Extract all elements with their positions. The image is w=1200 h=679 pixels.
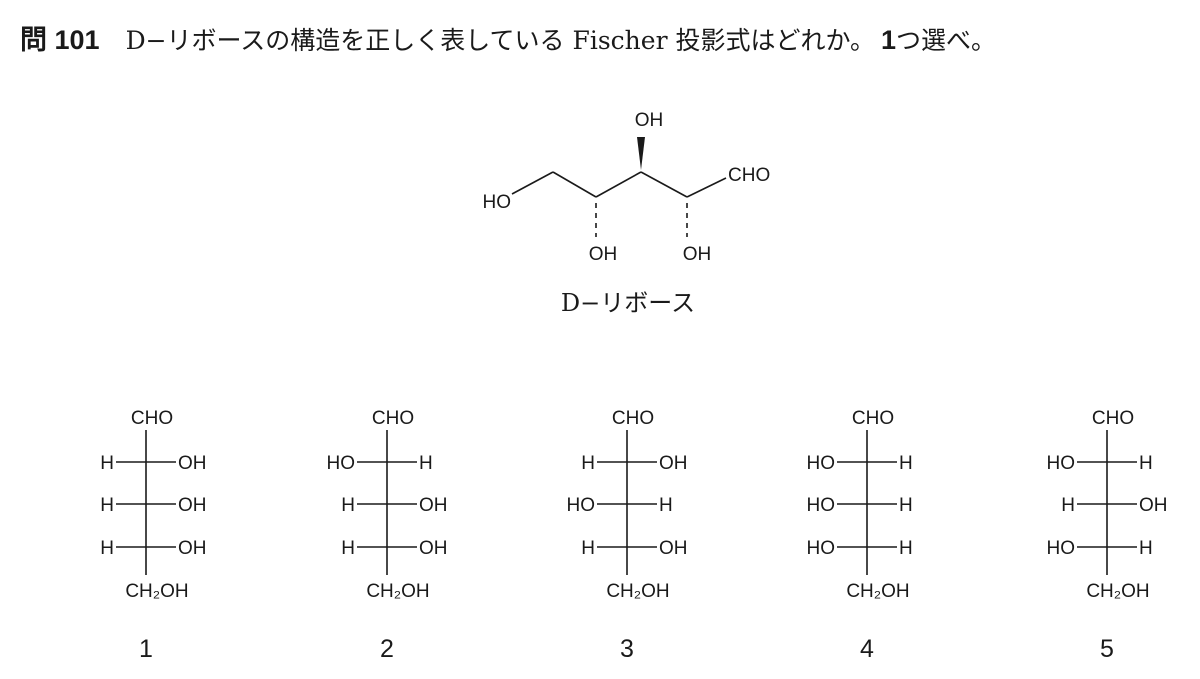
fischer-right-substituent: H [1139,453,1153,474]
fischer-right-substituent: OH [659,453,688,474]
question-text: D−リボースの構造を正しく表している Fischer 投影式はどれか。 [125,26,875,55]
fischer-right-substituent: OH [419,538,448,559]
fischer-right-substituent: H [659,495,673,516]
fischer-left-substituent: HO [1047,538,1076,559]
fischer-top-group: CHO [372,408,414,429]
fischer-left-substituent: H [341,538,355,559]
wedge-bond-c3-oh [637,137,645,170]
option-number: 2 [380,635,394,663]
fischer-left-substituent: HO [1047,453,1076,474]
fischer-left-substituent: H [100,538,114,559]
fischer-left-substituent: HO [327,453,356,474]
bond-c3-c2 [640,171,688,198]
fischer-top-group: CHO [131,408,173,429]
fischer-right-substituent: OH [419,495,448,516]
fischer-right-substituent: OH [659,538,688,559]
bond-c2-c1 [686,177,727,198]
fischer-left-substituent: HO [807,453,836,474]
choose-count: 1 [880,25,897,55]
label-cho: CHO [728,165,770,186]
question-number: 問 101 [20,25,100,55]
label-oh-c4: OH [589,244,618,265]
bond-c5-c4 [552,171,597,198]
fischer-right-substituent: H [899,495,913,516]
fischer-right-substituent: H [899,538,913,559]
label-top-oh: OH [635,110,664,131]
label-oh-c2: OH [683,244,712,265]
structure-caption: D−リボース [561,289,695,317]
fischer-left-substituent: HO [567,495,596,516]
fischer-top-group: CHO [612,408,654,429]
fischer-right-substituent: OH [178,453,207,474]
fischer-bottom-group: CH₂OH [1086,581,1149,602]
fischer-left-substituent: H [1061,495,1075,516]
fischer-left-substituent: H [100,453,114,474]
option-number: 4 [860,635,874,663]
fischer-right-substituent: OH [178,538,207,559]
fischer-left-substituent: H [100,495,114,516]
bond-c5-o [511,171,554,195]
fischer-option-1: CHO H OH H OH H OH CH₂OH 1 [100,408,206,663]
fischer-option-4: CHO HO H HO H HO H CH₂OH 4 [807,408,913,663]
fischer-left-substituent: H [581,453,595,474]
fischer-bottom-group: CH₂OH [366,581,429,602]
fischer-right-substituent: H [419,453,433,474]
question-line: 問 101 D−リボースの構造を正しく表している Fischer 投影式はどれか… [20,18,996,62]
ribose-zigzag [511,171,727,237]
fischer-bottom-group: CH₂OH [846,581,909,602]
option-number: 3 [620,635,634,663]
fischer-left-substituent: HO [807,495,836,516]
option-number: 1 [139,635,153,663]
label-ho: HO [483,192,512,213]
fischer-bottom-group: CH₂OH [606,581,669,602]
fischer-right-substituent: H [899,453,913,474]
fischer-left-substituent: H [581,538,595,559]
fischer-bottom-group: CH₂OH [125,581,188,602]
fischer-left-substituent: H [341,495,355,516]
bond-c4-c3 [595,171,642,198]
fischer-top-group: CHO [1092,408,1134,429]
choose-suffix: つ選べ。 [896,26,997,55]
fischer-top-group: CHO [852,408,894,429]
option-number: 5 [1100,635,1114,663]
fischer-right-substituent: H [1139,538,1153,559]
fischer-right-substituent: OH [1139,495,1168,516]
fischer-left-substituent: HO [807,538,836,559]
fischer-right-substituent: OH [178,495,207,516]
